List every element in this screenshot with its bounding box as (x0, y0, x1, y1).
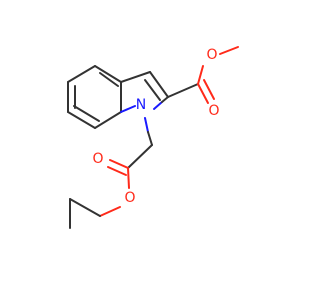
bond-c2-n1 (153, 101, 163, 110)
bond-ch2-c (147, 131, 153, 146)
bond-c3a-c3 (120, 71, 151, 83)
atom-o-ring-ester-single: O (206, 47, 217, 63)
bond-n1-ch2 (144, 117, 149, 133)
atom-o-side-carbonyl: O (92, 151, 103, 167)
atom-labels: N O O O O (92, 47, 219, 206)
structure-diagram: N O O O O (67, 46, 239, 229)
bond-c7a-c7 (94, 111, 122, 129)
bond-c5-c6-inner (99, 72, 119, 87)
bond-carbonyl-o-double-a (109, 159, 129, 169)
bond-o-ethyl-ch2 (99, 206, 121, 217)
bonds (67, 46, 239, 229)
bond-ethyl-ch2-ch3 (69, 198, 101, 217)
bond-c2-ester-c (167, 83, 199, 98)
bond-ester-o-methyl (219, 46, 239, 55)
bond-ch2-carbonyl (127, 144, 153, 169)
bond-ester-c-o-double-b (203, 79, 215, 100)
atom-o-ring-ester-carbonyl: O (208, 103, 219, 119)
bond-ester-c-o-double-a (197, 83, 209, 104)
bond-c3-c2-inner (144, 79, 161, 101)
bond-c3-c2 (149, 71, 169, 98)
atom-o-side-single: O (124, 190, 135, 206)
bond-c2-n1-carbon (161, 96, 169, 103)
bond-ester-c-o-single (197, 65, 204, 85)
bond-carbonyl-o-double-b (107, 166, 127, 176)
bond-c5-c6 (94, 65, 122, 83)
bond-n1-c7a-blue (120, 105, 136, 113)
bond-c7-c6-inner (73, 105, 100, 122)
atom-n1: N (136, 97, 146, 113)
bond-carbonyl-o-single (127, 167, 130, 189)
bond-c4-c5 (67, 65, 96, 83)
bond-c7-c6 (67, 111, 96, 129)
